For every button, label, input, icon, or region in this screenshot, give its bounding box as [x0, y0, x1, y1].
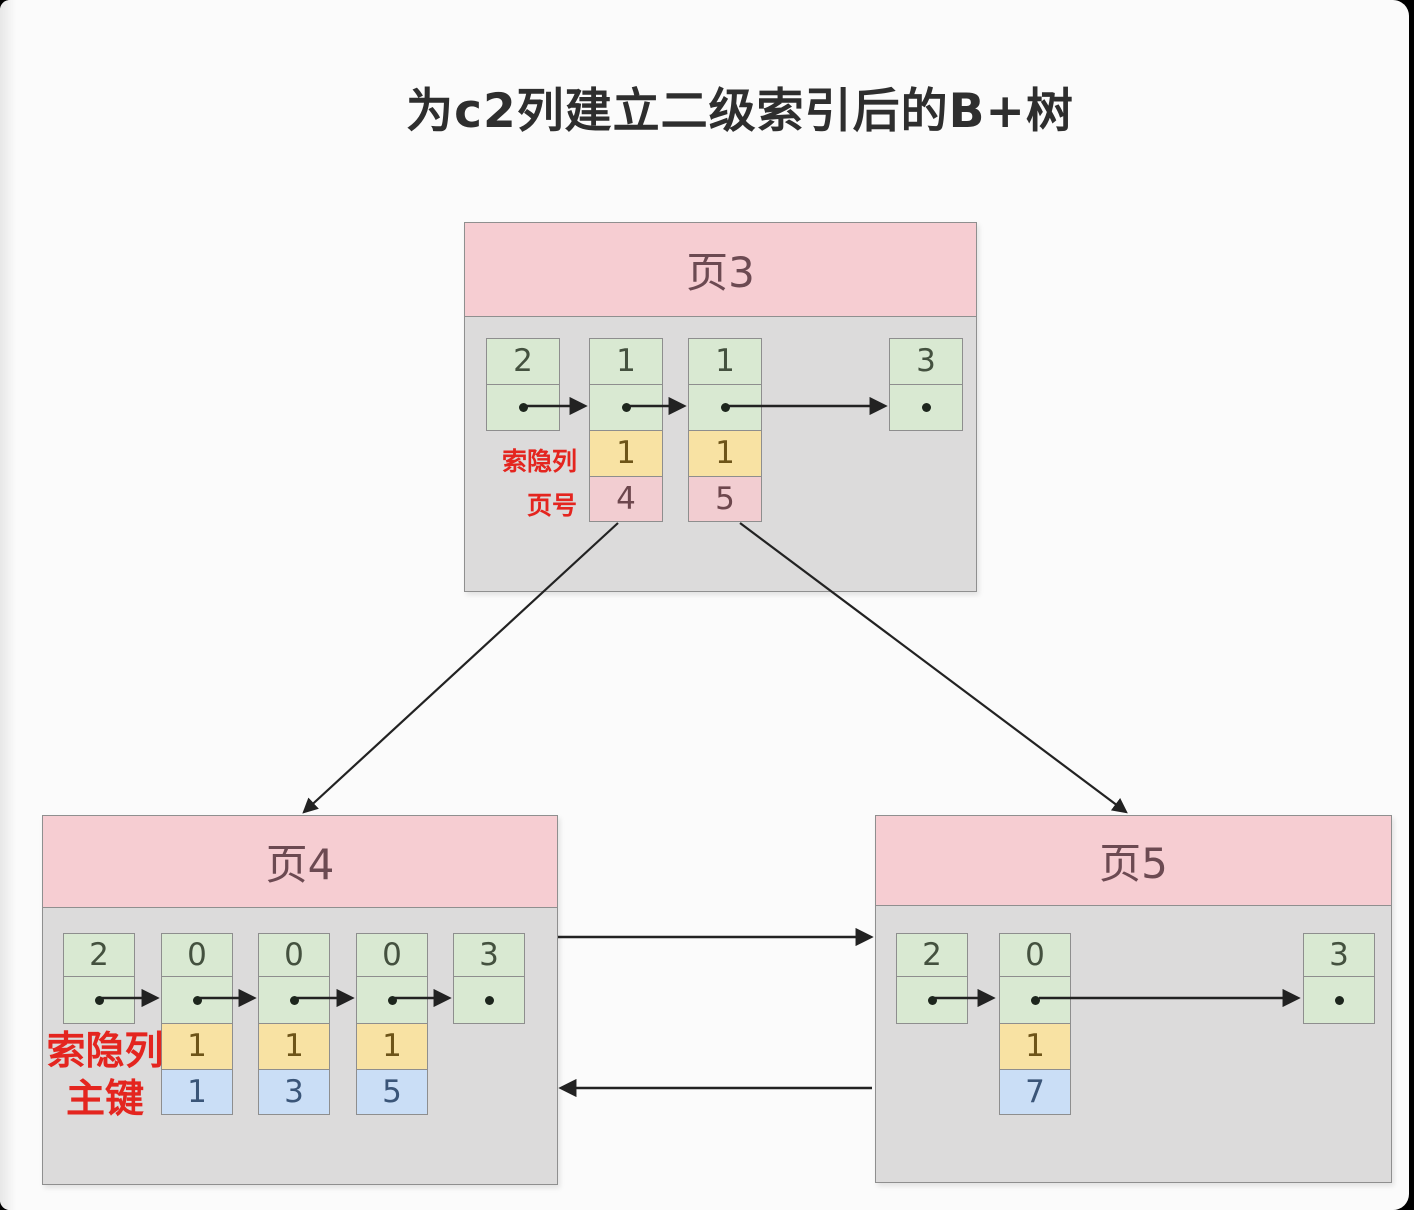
record-pointer-dot-icon — [720, 403, 730, 412]
record-pointer-dot-icon — [484, 995, 494, 1005]
index-column-cell: 1 — [999, 1023, 1071, 1070]
record-type-cell: 0 — [258, 933, 330, 977]
label-primary-key: 主键 — [65, 1077, 144, 1122]
page5-title: 页5 — [876, 816, 1391, 906]
label-page-number: 页号 — [526, 491, 577, 520]
record-type-cell: 1 — [589, 338, 663, 385]
next-pointer-cell — [896, 976, 968, 1024]
record-pointer-dot-icon — [621, 403, 631, 412]
next-pointer-cell — [356, 976, 428, 1024]
next-pointer-cell — [486, 384, 560, 431]
page4-title: 页4 — [43, 816, 557, 908]
record-pointer-dot-icon — [927, 995, 937, 1005]
page5-box: 页5 2 0 1 7 3 — [875, 815, 1392, 1183]
sheet-left-edge — [0, 0, 16, 1210]
primary-key-cell: 5 — [356, 1069, 428, 1115]
next-pointer-cell — [999, 976, 1071, 1024]
record-type-cell: 0 — [356, 933, 428, 977]
page-number-cell: 4 — [589, 476, 663, 522]
record-type-cell: 3 — [453, 933, 525, 977]
next-pointer-cell — [1303, 976, 1375, 1024]
record-type-cell: 2 — [896, 933, 968, 977]
record-type-cell: 2 — [63, 933, 135, 977]
record-pointer-dot-icon — [289, 995, 299, 1005]
index-column-cell: 1 — [688, 430, 762, 477]
record-pointer-dot-icon — [1030, 995, 1040, 1005]
record-pointer-dot-icon — [94, 995, 104, 1005]
record-pointer-dot-icon — [387, 995, 397, 1005]
record-type-cell: 0 — [161, 933, 233, 977]
primary-key-cell: 7 — [999, 1069, 1071, 1115]
record-pointer-dot-icon — [192, 995, 202, 1005]
next-pointer-cell — [889, 384, 963, 431]
next-pointer-cell — [688, 384, 762, 431]
primary-key-cell: 1 — [161, 1069, 233, 1115]
page4-box: 页4 2 0 1 1 0 1 3 0 — [42, 815, 558, 1185]
next-pointer-cell — [63, 976, 135, 1024]
record-type-cell: 3 — [1303, 933, 1375, 977]
record-pointer-dot-icon — [1334, 995, 1344, 1005]
label-index-column: 索隐列 — [46, 1029, 164, 1074]
index-column-cell: 1 — [356, 1023, 428, 1070]
record-type-cell: 0 — [999, 933, 1071, 977]
record-pointer-dot-icon — [518, 403, 528, 412]
page3-box: 页3 2 1 1 4 1 1 5 3 — [464, 222, 977, 592]
next-pointer-cell — [161, 976, 233, 1024]
primary-key-cell: 3 — [258, 1069, 330, 1115]
record-type-cell: 3 — [889, 338, 963, 385]
record-type-cell: 1 — [688, 338, 762, 385]
index-column-cell: 1 — [589, 430, 663, 477]
next-pointer-cell — [589, 384, 663, 431]
next-pointer-cell — [258, 976, 330, 1024]
page-number-cell: 5 — [688, 476, 762, 522]
record-pointer-dot-icon — [921, 403, 931, 412]
page3-title: 页3 — [465, 223, 976, 317]
index-column-cell: 1 — [258, 1023, 330, 1070]
record-type-cell: 2 — [486, 338, 560, 385]
diagram-title: 为c2列建立二级索引后的B+树 — [406, 84, 1074, 139]
next-pointer-cell — [453, 976, 525, 1024]
label-index-column: 索隐列 — [501, 447, 577, 476]
